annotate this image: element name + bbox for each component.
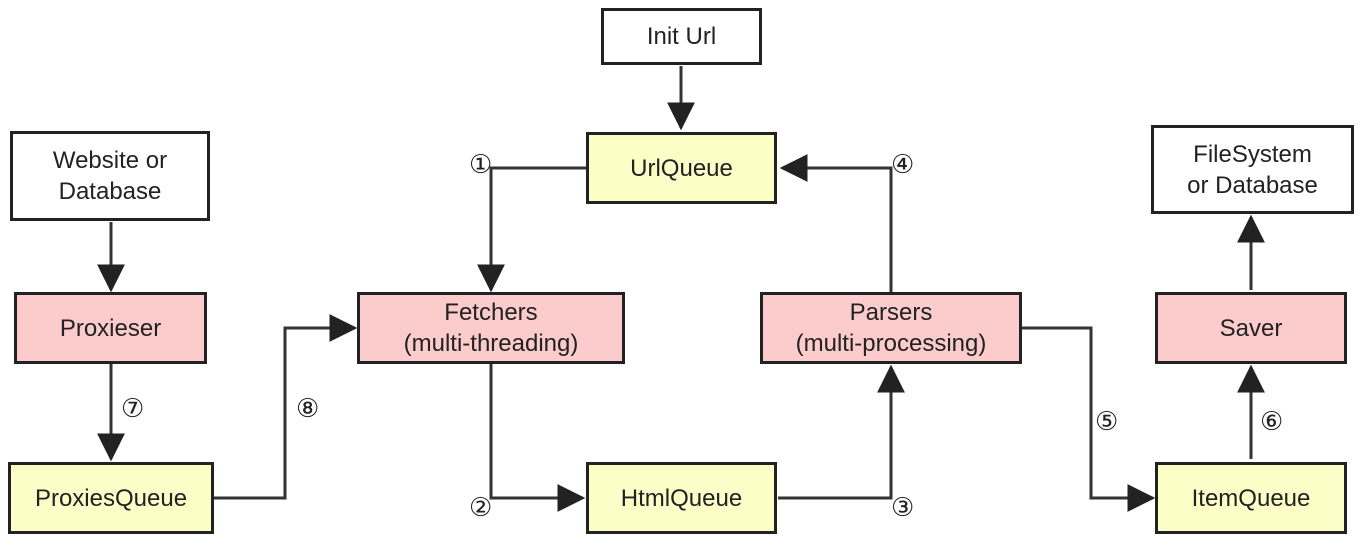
step-3-label: ③ — [891, 493, 915, 523]
filesystem-database-node: FileSystem or Database — [1151, 125, 1354, 214]
step-7-label: ⑦ — [121, 394, 145, 424]
step-1-label: ① — [469, 150, 493, 180]
step-2-label: ② — [469, 493, 493, 523]
fetchers-node: Fetchers (multi-threading) — [357, 292, 625, 364]
step-5-label: ⑤ — [1095, 407, 1119, 437]
parsers-node: Parsers (multi-processing) — [760, 292, 1022, 364]
arrow-proxiesqueue-to-fetchers — [214, 314, 358, 500]
arrow-parsers-to-itemqueue — [1022, 326, 1156, 512]
arrow-parsers-to-urlqueue — [779, 154, 893, 293]
step-6-label: ⑥ — [1260, 407, 1284, 437]
item-queue-node: ItemQueue — [1155, 462, 1347, 534]
proxieser-node: Proxieser — [14, 292, 207, 364]
init-url-node: Init Url — [601, 8, 762, 65]
arrow-urlqueue-to-fetchers — [477, 166, 586, 293]
arrow-htmlqueue-to-parsers — [778, 364, 905, 500]
url-queue-node: UrlQueue — [586, 132, 777, 204]
saver-node: Saver — [1155, 292, 1347, 364]
proxies-queue-node: ProxiesQueue — [8, 462, 214, 534]
step-4-label: ④ — [891, 150, 915, 180]
html-queue-node: HtmlQueue — [586, 462, 777, 534]
website-database-node: Website or Database — [10, 131, 210, 221]
arrow-fetchers-to-htmlqueue — [489, 364, 586, 512]
step-8-label: ⑧ — [296, 394, 320, 424]
